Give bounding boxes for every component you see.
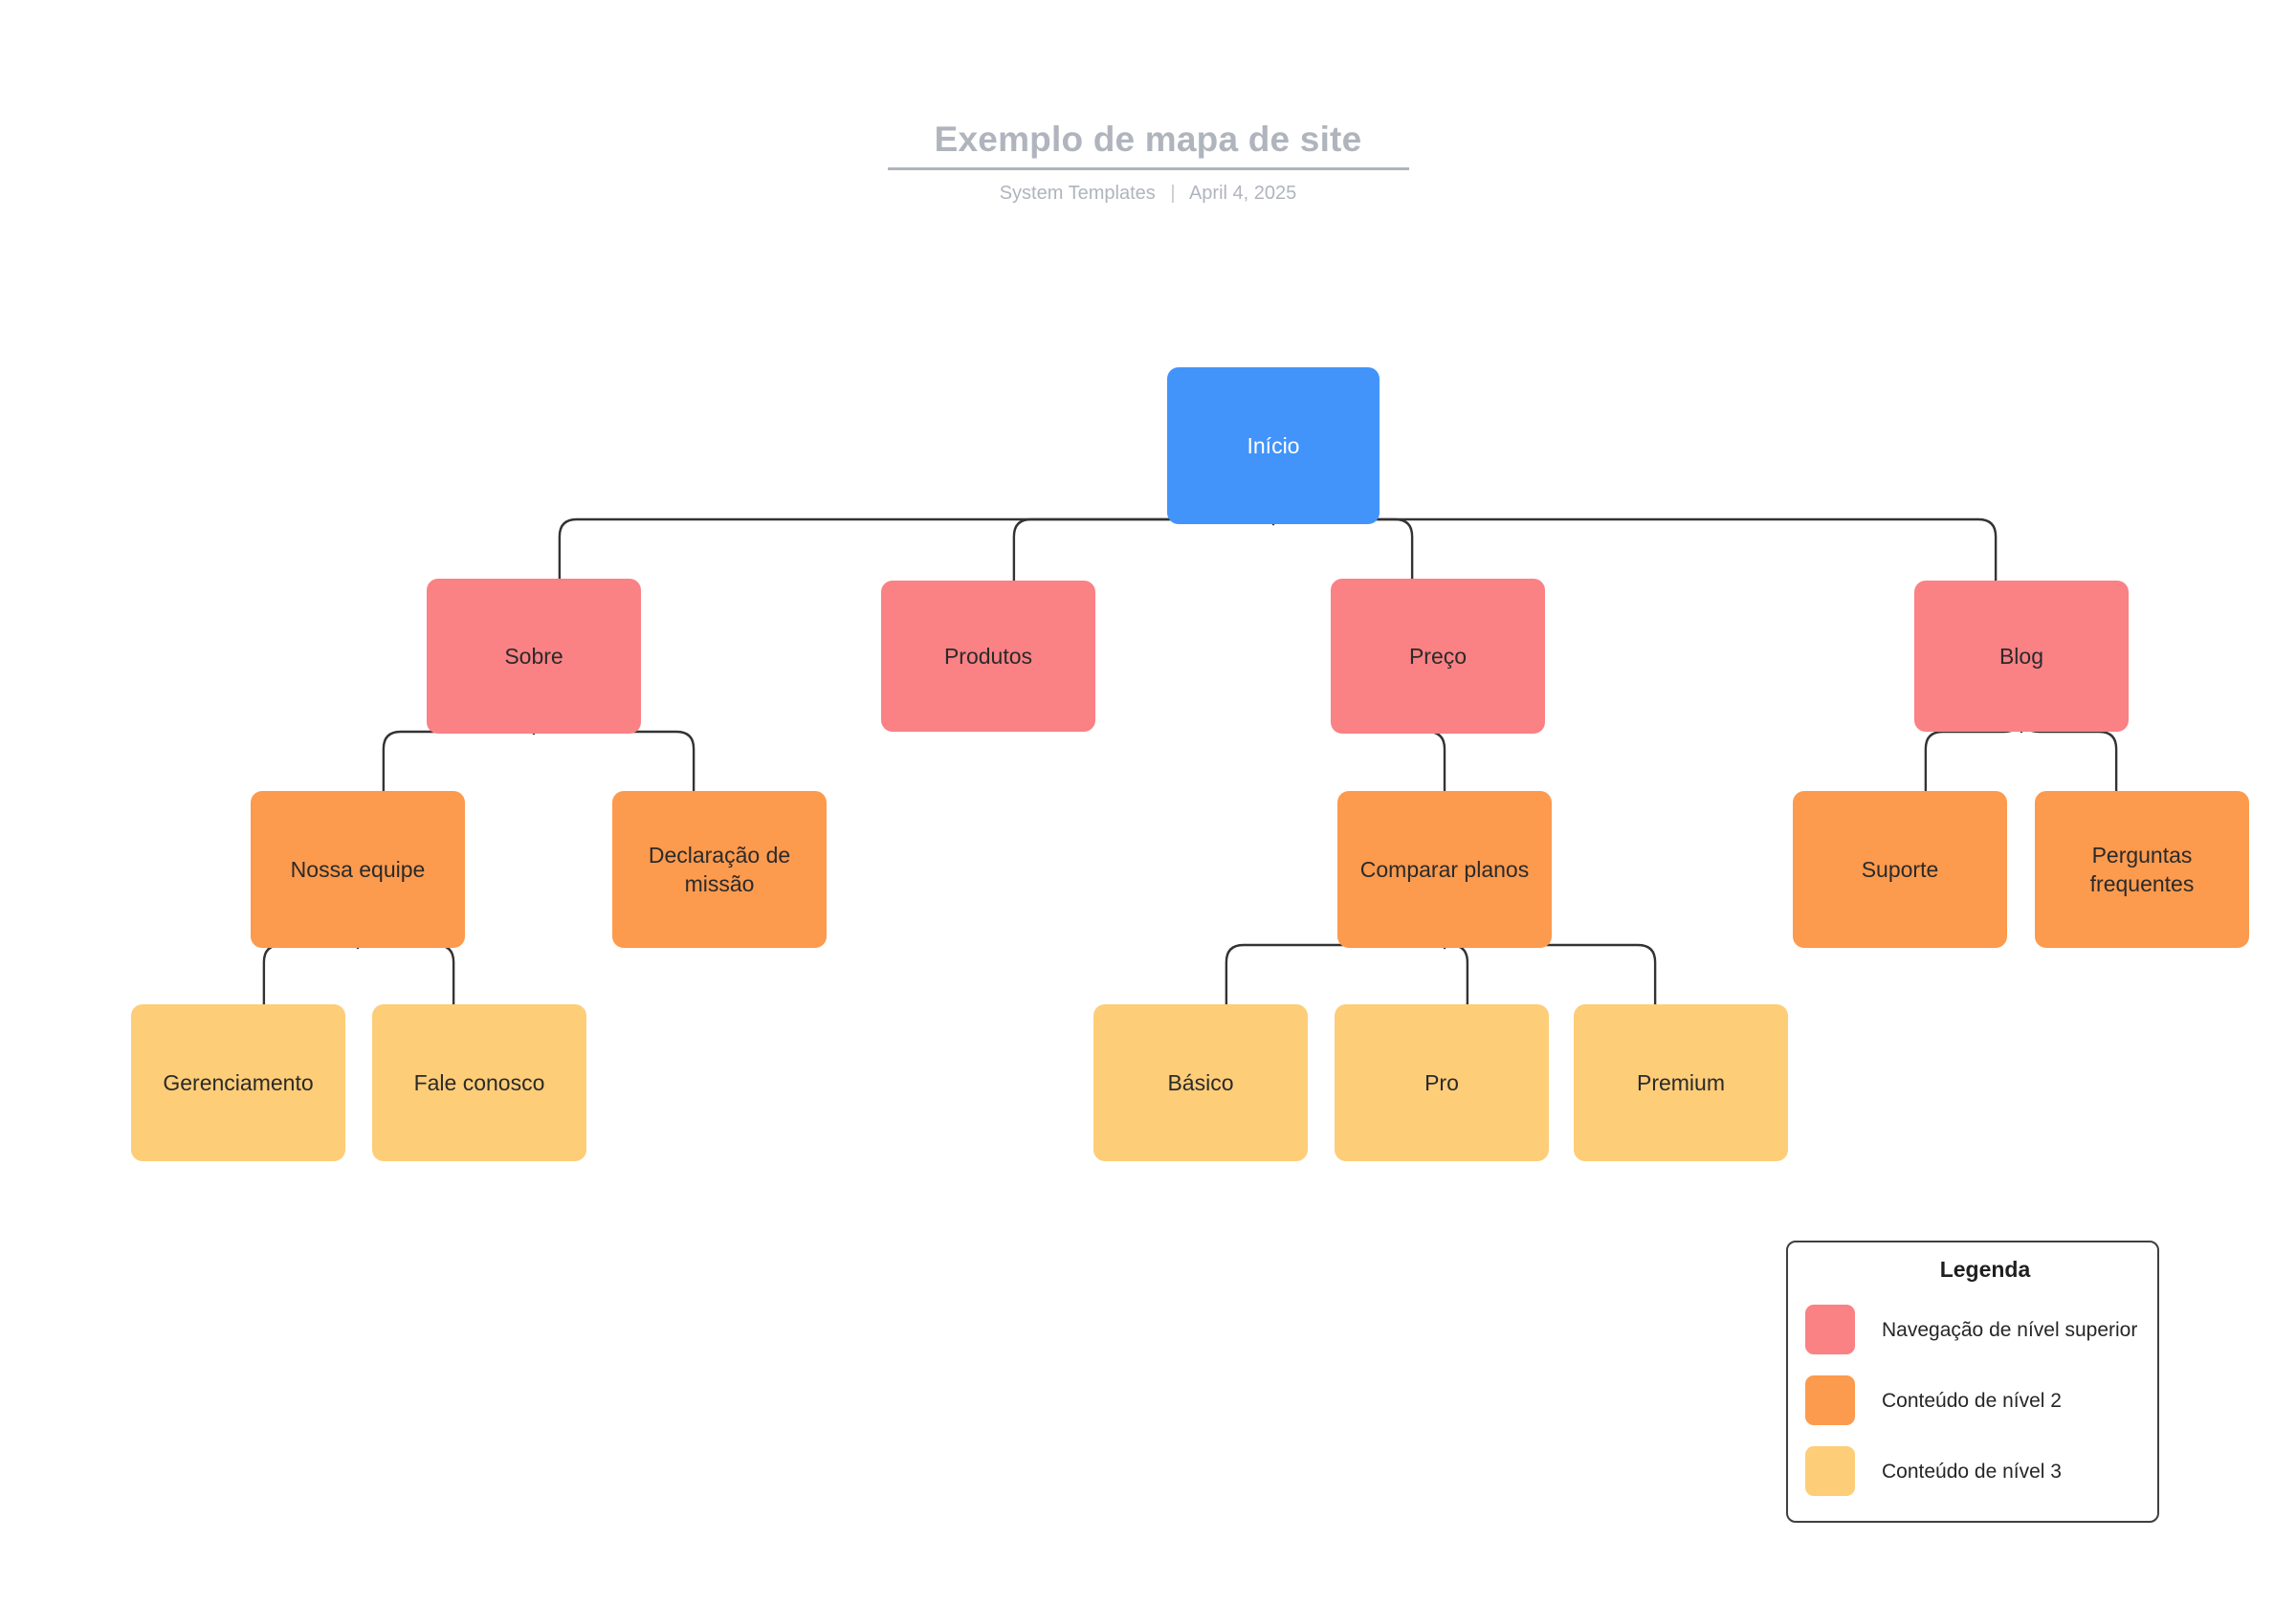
sitemap-node-produtos[interactable]: Produtos <box>881 581 1095 732</box>
legend-row: Navegação de nível superior <box>1805 1294 2140 1365</box>
title-divider <box>887 167 1409 170</box>
sitemap-node-label: Premium <box>1636 1070 1725 1095</box>
sitemap-node-basico[interactable]: Básico <box>1093 1004 1308 1161</box>
legend-color-swatch <box>1805 1446 1855 1496</box>
legend-label: Navegação de nível superior <box>1882 1318 2138 1341</box>
legend-title: Legenda <box>1939 1257 2031 1282</box>
subtitle-separator: | <box>1170 183 1176 204</box>
document-subtitle: System Templates | April 4, 2025 <box>0 182 2296 205</box>
document-header: Exemplo de mapa de site System Templates… <box>0 119 2296 205</box>
sitemap-node-pro[interactable]: Pro <box>1335 1004 1549 1161</box>
sitemap-node-label: Preço <box>1408 644 1468 669</box>
subtitle-author: System Templates <box>999 183 1156 204</box>
sitemap-node-comparar[interactable]: Comparar planos <box>1337 791 1552 948</box>
legend-color-swatch <box>1805 1375 1855 1425</box>
sitemap-node-fale-conosco[interactable]: Fale conosco <box>372 1004 586 1161</box>
sitemap-node-label: Pro <box>1424 1070 1459 1095</box>
legend-row: Conteúdo de nível 2 <box>1805 1365 2140 1436</box>
sitemap-node-preco[interactable]: Preço <box>1331 579 1545 734</box>
sitemap-node-label: Gerenciamento <box>163 1070 314 1095</box>
legend-label: Conteúdo de nível 2 <box>1882 1389 2062 1412</box>
legend-row: Conteúdo de nível 3 <box>1805 1436 2140 1506</box>
sitemap-node-label: Blog <box>1998 644 2044 669</box>
sitemap-node-declaracao[interactable]: Declaração de missão <box>612 791 827 948</box>
sitemap-node-sobre[interactable]: Sobre <box>427 579 641 734</box>
sitemap-node-label: Básico <box>1167 1070 1234 1095</box>
legend-color-swatch <box>1805 1305 1855 1354</box>
sitemap-node-suporte[interactable]: Suporte <box>1793 791 2007 948</box>
sitemap-node-faq[interactable]: Perguntas frequentes <box>2035 791 2249 948</box>
sitemap-node-label: Declaração de missão <box>648 843 791 896</box>
sitemap-node-label: Sobre <box>504 644 563 669</box>
page-title: Exemplo de mapa de site <box>934 120 1362 159</box>
sitemap-node-label: Produtos <box>943 644 1033 669</box>
legend-label: Conteúdo de nível 3 <box>1882 1460 2062 1483</box>
sitemap-node-label: Perguntas frequentes <box>2089 843 2195 896</box>
sitemap-node-label: Suporte <box>1861 857 1939 882</box>
connector-inicio-to-blog <box>1271 501 1998 583</box>
sitemap-node-inicio[interactable]: Início <box>1167 367 1380 524</box>
sitemap-node-label: Início <box>1247 433 1300 458</box>
sitemap-node-label: Fale conosco <box>413 1070 545 1095</box>
sitemap-node-gerenciamento[interactable]: Gerenciamento <box>131 1004 345 1161</box>
subtitle-date: April 4, 2025 <box>1188 183 1297 204</box>
sitemap-node-label: Comparar planos <box>1359 857 1530 882</box>
sitemap-node-premium[interactable]: Premium <box>1574 1004 1788 1161</box>
sitemap-node-label: Nossa equipe <box>290 857 426 882</box>
sitemap-node-nossa-equipe[interactable]: Nossa equipe <box>251 791 465 948</box>
sitemap-node-blog[interactable]: Blog <box>1914 581 2129 732</box>
